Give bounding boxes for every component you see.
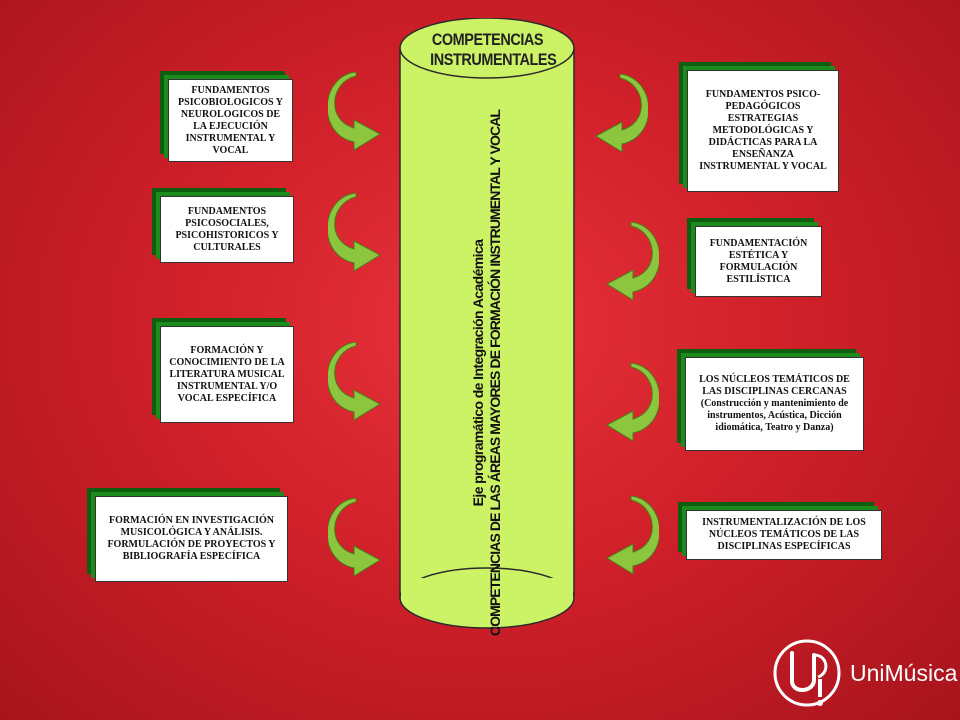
left-box-label: FUNDAMENTOS PSICOSOCIALES, PSICOHISTORIC… bbox=[175, 205, 279, 253]
curved-arrow-right-icon bbox=[328, 342, 382, 421]
right-box-estetica: FUNDAMENTACIÓN ESTÉTICA Y FORMULACIÓN ES… bbox=[695, 226, 822, 297]
cylinder-title-line2: INSTRUMENTALES bbox=[430, 49, 557, 69]
unimusica-logo-icon bbox=[773, 639, 841, 707]
left-box-psicobiologicos: FUNDAMENTOS PSICOBIOLOGICOS Y NEUROLOGIC… bbox=[168, 79, 293, 162]
right-box-instrumentalizacion: INSTRUMENTALIZACIÓN DE LOS NÚCLEOS TEMÁT… bbox=[686, 510, 882, 560]
curved-arrow-left-icon bbox=[605, 496, 659, 575]
left-box-label: FUNDAMENTOS PSICOBIOLOGICOS Y NEUROLOGIC… bbox=[178, 84, 283, 156]
brand-name: UniMúsica bbox=[850, 660, 958, 686]
left-box-literatura-musical: FORMACIÓN Y CONOCIMIENTO DE LA LITERATUR… bbox=[160, 326, 294, 423]
curved-arrow-right-icon bbox=[328, 498, 382, 577]
central-cylinder bbox=[399, 18, 575, 629]
right-box-label: FUNDAMENTOS PSICO-PEDAGÓGICOS ESTRATEGIA… bbox=[699, 89, 827, 172]
vertical-title: COMPETENCIAS DE LAS ÁREAS MAYORES DE FOR… bbox=[487, 109, 503, 637]
vertical-subtitle: Eje programático de Integración Académic… bbox=[470, 239, 487, 507]
left-box-label: FORMACIÓN EN INVESTIGACIÓN MUSICOLÓGICA … bbox=[107, 515, 276, 562]
cylinder-title: COMPETENCIAS INSTRUMENTALES bbox=[430, 30, 557, 69]
right-box-label: INSTRUMENTALIZACIÓN DE LOS NÚCLEOS TEMÁT… bbox=[702, 517, 866, 552]
left-box-investigacion: FORMACIÓN EN INVESTIGACIÓN MUSICOLÓGICA … bbox=[95, 496, 288, 582]
left-box-label: FORMACIÓN Y CONOCIMIENTO DE LA LITERATUR… bbox=[169, 344, 285, 404]
curved-arrow-left-icon bbox=[605, 363, 659, 442]
cylinder-title-line1: COMPETENCIAS bbox=[431, 30, 544, 49]
right-box-psicopedagogicos: FUNDAMENTOS PSICO-PEDAGÓGICOS ESTRATEGIA… bbox=[687, 70, 839, 192]
curved-arrow-left-icon bbox=[605, 222, 659, 301]
right-box-label: LOS NÚCLEOS TEMÁTICOS DE LAS DISCIPLINAS… bbox=[699, 374, 850, 433]
cylinder-vertical-text: Eje programático de Integración Académic… bbox=[470, 103, 504, 643]
curved-arrow-right-icon bbox=[328, 193, 382, 272]
right-box-nucleos-cercanos: LOS NÚCLEOS TEMÁTICOS DE LAS DISCIPLINAS… bbox=[685, 357, 864, 451]
left-box-psicosociales: FUNDAMENTOS PSICOSOCIALES, PSICOHISTORIC… bbox=[160, 196, 294, 263]
curved-arrow-right-icon bbox=[328, 72, 382, 151]
curved-arrow-left-icon bbox=[594, 74, 648, 153]
right-box-label: FUNDAMENTACIÓN ESTÉTICA Y FORMULACIÓN ES… bbox=[709, 237, 808, 285]
